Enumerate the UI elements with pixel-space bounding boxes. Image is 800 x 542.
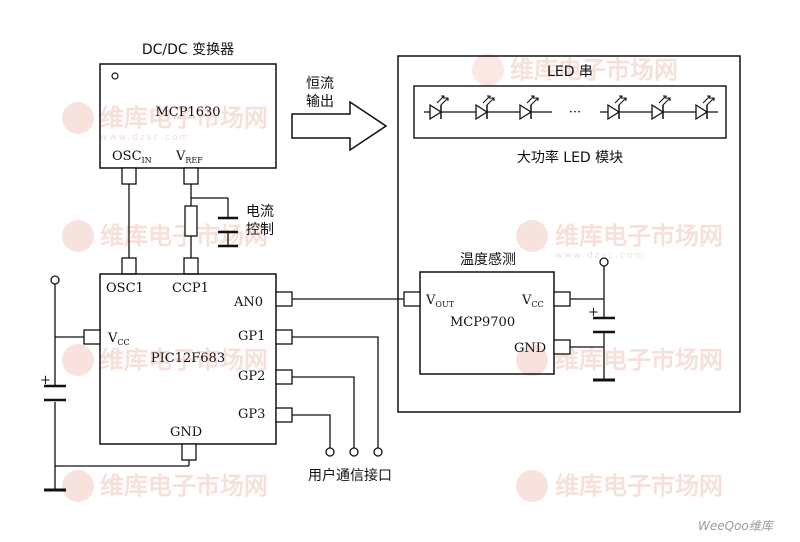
pin-gp3-pad — [275, 407, 293, 423]
pin-vref: VREF — [175, 149, 203, 165]
led-string: LED 串 ··· 大功率 LED 模块 — [413, 64, 727, 166]
pin-osc-in: OSCIN — [112, 149, 152, 165]
pin-gp1-label: GP1 — [238, 329, 265, 344]
pin-gnd-label: GND — [170, 425, 202, 440]
pin-vcc-pad — [83, 329, 101, 345]
pin-temp-vcc-pad — [553, 291, 571, 307]
pin-vcc-label: VCC — [107, 331, 130, 347]
watermark-text-8: 维库电子市场网 — [510, 56, 678, 84]
temp-cap-plus-sign: + — [588, 305, 599, 320]
pin-gp2-label: GP2 — [238, 369, 265, 384]
dcdc-title: DC/DC 变换器 — [142, 41, 234, 58]
mcu-pic12f683: OSC1 CCP1 AN0 GP1 GP2 GP3 VCC PIC12F683 … — [83, 257, 293, 461]
pin-temp-vcc-label: VCC — [521, 293, 544, 309]
watermark-logo-icon — [516, 470, 548, 502]
arrow-right-icon — [291, 100, 388, 152]
watermark-text-5: 维库电子市场网 — [555, 346, 723, 374]
pin-osc-in-pad — [121, 167, 137, 185]
output-label-line2: 输出 — [306, 94, 334, 110]
pin-vout-pad — [403, 291, 421, 307]
led-string-box — [413, 85, 727, 139]
terminal-gp3-icon — [325, 447, 335, 457]
pin-gp2-pad — [275, 369, 293, 385]
watermark-logo-icon — [62, 102, 94, 134]
left-supply — [50, 275, 190, 490]
wire-gp2 — [292, 376, 355, 448]
wire-gp3 — [292, 414, 331, 448]
pin-osc1-label: OSC1 — [106, 281, 144, 296]
watermark-logo-icon — [62, 220, 94, 252]
terminal-gp1-icon — [373, 447, 383, 457]
led-ellipsis: ··· — [569, 105, 581, 120]
pin-temp-gnd-pad — [553, 339, 571, 355]
user-interface-wires — [292, 336, 383, 457]
output-label-line1: 恒流 — [306, 76, 334, 92]
watermark-text-6: 维库电子市场网 — [100, 472, 268, 500]
led-diode-icon — [607, 95, 627, 121]
current-control-line2: 控制 — [246, 222, 274, 238]
led-diode-icon — [475, 95, 495, 121]
cap-plus-sign: + — [40, 373, 51, 388]
temp-sensor: 温度感测 VOUT VCC MCP9700 GND — [403, 251, 571, 375]
led-module-box — [397, 55, 741, 413]
pin-vout-label: VOUT — [425, 293, 455, 309]
temp-supply — [570, 257, 609, 380]
watermark-logo-icon — [516, 344, 548, 376]
pin-vref-pad — [183, 167, 199, 185]
terminal-gp2-icon — [349, 447, 359, 457]
pin1-marker-icon — [111, 72, 119, 80]
watermark-text-2: 维库电子市场网 — [100, 222, 268, 250]
pin-gp3-label: GP3 — [238, 407, 265, 422]
corner-brand: WeeQoo维库 — [698, 519, 775, 533]
led-string-title: LED 串 — [547, 64, 593, 80]
led-module-label: 大功率 LED 模块 — [517, 149, 623, 166]
led-diode-icon — [695, 95, 715, 121]
watermark-logo-icon — [62, 470, 94, 502]
user-interface-label: 用户通信接口 — [308, 467, 392, 484]
vcc-terminal-icon — [50, 275, 60, 285]
wires-dcdc-mcu — [128, 184, 229, 258]
pin-ccp1-pad — [183, 257, 199, 275]
pin-an0-pad — [275, 291, 293, 307]
watermark-logo-icon — [516, 220, 548, 252]
watermark-text-3: 维库电子市场网 — [555, 222, 723, 250]
pin-osc1-pad — [121, 257, 137, 275]
pin-ccp1-label: CCP1 — [172, 281, 209, 296]
mcp1630-label: MCP1630 — [155, 105, 220, 120]
pic12f683-label: PIC12F683 — [151, 351, 225, 366]
pin-temp-gnd-label: GND — [514, 341, 546, 356]
pin-gp1-pad — [275, 329, 293, 345]
watermark-text-4: 维库电子市场网 — [100, 346, 268, 374]
watermark-logo-icon — [472, 54, 504, 86]
watermark-layer: 维库电子市场网 www.dzsc.com 维库电子市场网 维库电子市场网 www… — [62, 54, 775, 533]
wire-gp1 — [292, 336, 379, 448]
watermark-url-1: www.dzsc.com — [100, 133, 190, 143]
resistor-icon — [184, 205, 198, 237]
pin-an0-label: AN0 — [233, 295, 263, 310]
led-diode-icon — [651, 95, 671, 121]
watermark-logo-icon — [62, 344, 94, 376]
output-arrow: 恒流 输出 — [291, 76, 388, 152]
led-diode-icon — [429, 95, 449, 121]
mcp9700-label: MCP9700 — [450, 315, 515, 330]
watermark-text-7: 维库电子市场网 — [555, 472, 723, 500]
led-diode-icon — [519, 95, 539, 121]
dcdc-converter: DC/DC 变换器 MCP1630 OSCIN VREF — [99, 41, 277, 185]
watermark-url-3: www.dzsc.com — [555, 251, 645, 261]
temp-title: 温度感测 — [460, 251, 516, 268]
watermark-text-1: 维库电子市场网 — [100, 104, 268, 132]
pin-gnd-pad — [181, 443, 197, 461]
mcp9700-box — [419, 271, 555, 375]
current-control-line1: 电流 — [246, 204, 274, 220]
